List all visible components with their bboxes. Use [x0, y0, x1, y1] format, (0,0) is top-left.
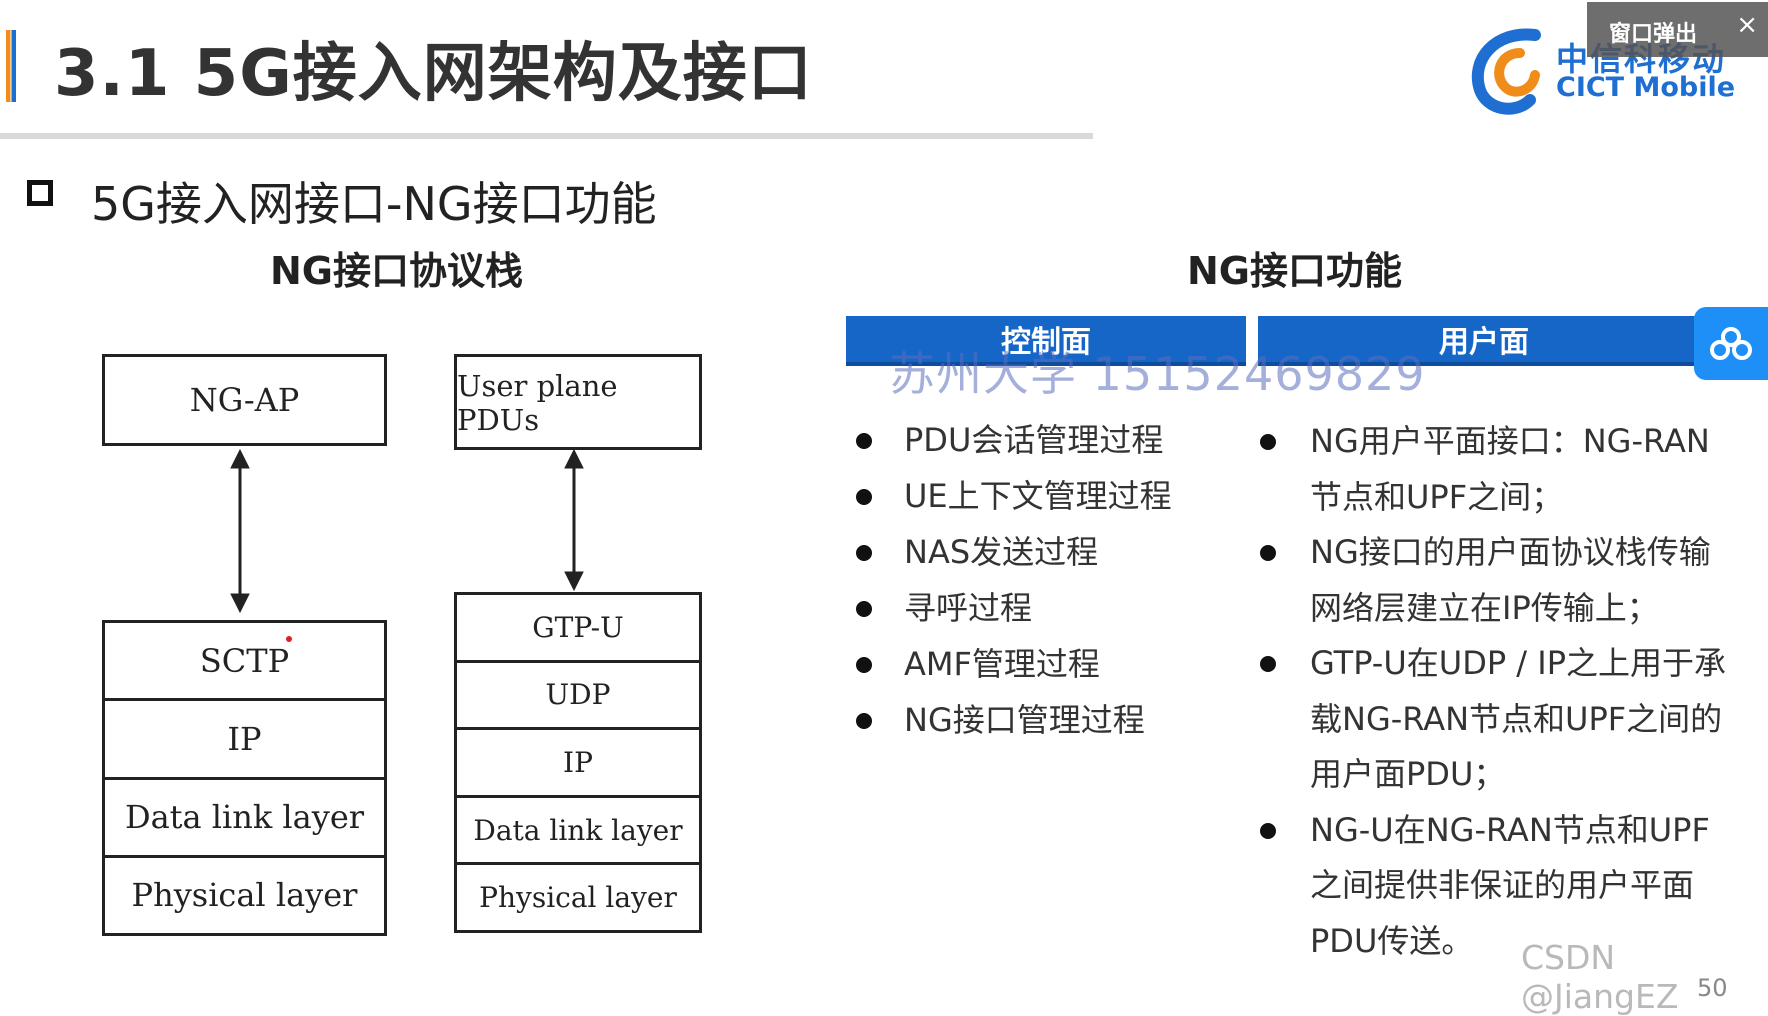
user-plane-list: NG用户平面接口：NG-RAN 节点和UPF之间； NG接口的用户面协议栈传输网络层…	[1260, 414, 1726, 969]
list-item: GTP-U在UDP / IP之上用于承载NG-RAN节点和UPF之间的用户面PD…	[1260, 636, 1726, 803]
bullet-dot	[1260, 822, 1276, 839]
share-button[interactable]	[1694, 307, 1768, 380]
popup-out-button[interactable]: 窗口弹出	[1609, 22, 1698, 47]
list-item: NAS发送过程	[856, 530, 1172, 586]
list-item-line: 用户面PDU；	[1310, 755, 1506, 793]
list-item: NG-U在NG-RAN节点和UPF 之间提供非保证的用户平面 PDU传送。	[1260, 803, 1726, 970]
list-item: NG用户平面接口：NG-RAN 节点和UPF之间；	[1260, 414, 1726, 525]
close-icon[interactable]: ×	[1736, 10, 1758, 40]
control-double-arrow	[230, 448, 250, 614]
protocol-stack-heading: NG接口协议栈	[270, 249, 523, 293]
list-item-line: 网络层建立在IP传输上；	[1310, 588, 1659, 627]
functions-heading: NG接口功能	[1187, 249, 1402, 293]
list-item: PDU会话管理过程	[856, 418, 1172, 474]
list-item-text: AMF管理过程	[904, 645, 1100, 683]
list-item-line: NG用户平面接口：NG-RAN	[1310, 422, 1710, 460]
list-item-text: NAS发送过程	[904, 533, 1099, 571]
list-item: NG接口管理过程	[856, 698, 1172, 754]
bullet-dot	[856, 601, 872, 617]
user-plane-pdus-box: User plane PDUs	[454, 354, 702, 450]
list-item-line: 之间提供非保证的用户平面	[1310, 866, 1695, 904]
bullet-dot	[1260, 545, 1276, 561]
logo-text-en: CICT Mobile	[1556, 72, 1736, 103]
watermark: 苏州大学 15152469829	[889, 347, 1426, 401]
layer-ip: IP	[105, 698, 384, 776]
layer-gtp-u: GTP-U	[532, 610, 624, 644]
ng-ap-box: NG-AP	[102, 354, 387, 446]
list-item-line: PDU传送。	[1310, 921, 1474, 960]
list-item: AMF管理过程	[856, 642, 1172, 698]
layer-ip: IP	[457, 727, 699, 795]
bullet-dot	[856, 433, 872, 449]
list-item-text: NG接口管理过程	[904, 701, 1145, 739]
list-item-line: 节点和UPF之间；	[1310, 477, 1564, 516]
bullet-dot	[856, 713, 872, 729]
list-item-line: NG接口的用户面协议栈传输	[1310, 533, 1711, 571]
list-item-line: NG-U在NG-RAN节点和UPF	[1310, 810, 1710, 849]
layer-data-link: Data link layer	[457, 794, 699, 863]
list-item: 寻呼过程	[856, 586, 1172, 642]
list-item-line: GTP-U在UDP / IP之上用于承	[1310, 644, 1726, 682]
tab-control-plane[interactable]: 控制面	[846, 316, 1246, 366]
bullet-dot	[856, 545, 872, 561]
tab-user-plane[interactable]: 用户面	[1258, 316, 1710, 366]
control-plane-list: PDU会话管理过程 UE上下文管理过程 NAS发送过程寻呼过程 AMF管理过程 NG接口…	[856, 418, 1172, 754]
list-item-text: 寻呼过程	[904, 589, 1033, 627]
list-item-text: PDU会话管理过程	[904, 421, 1164, 459]
layer-physical: Physical layer	[105, 854, 384, 933]
layer-data-link: Data link layer	[105, 776, 384, 855]
list-item: NG接口的用户面协议栈传输网络层建立在IP传输上；	[1260, 525, 1726, 636]
bullet-dot	[1260, 434, 1276, 450]
title-divider	[0, 133, 1093, 139]
layer-udp: UDP	[457, 659, 699, 728]
window-popup-bar[interactable]: 窗口弹出 ×	[1587, 2, 1768, 57]
section-bullet-square	[27, 180, 53, 206]
section-title: 5G接入网接口-NG接口功能	[91, 177, 657, 231]
slide-title: 3.1 5G接入网架构及接口	[54, 37, 813, 111]
share-cloud-icon	[1710, 326, 1752, 360]
control-layer-stack: SCTP IP Data link layer Physical layer	[102, 620, 387, 936]
bullet-dot	[1260, 656, 1276, 672]
page-number: 50	[1697, 974, 1728, 1002]
bullet-dot	[856, 657, 872, 673]
csdn-watermark: CSDN @JiangEZ	[1521, 938, 1679, 1016]
layer-physical: Physical layer	[457, 862, 699, 930]
list-item-line: 载NG-RAN节点和UPF之间的	[1310, 699, 1723, 738]
title-accent-bar	[6, 30, 16, 102]
cict-logo-icon	[1471, 28, 1541, 115]
user-layer-stack: GTP-U UDP IP Data link layer Physical la…	[454, 592, 702, 933]
bullet-dot	[856, 489, 872, 505]
list-item-text: UE上下文管理过程	[904, 477, 1172, 515]
user-double-arrow	[564, 448, 584, 592]
layer-sctp: SCTP	[199, 641, 290, 680]
list-item: UE上下文管理过程	[856, 474, 1172, 530]
